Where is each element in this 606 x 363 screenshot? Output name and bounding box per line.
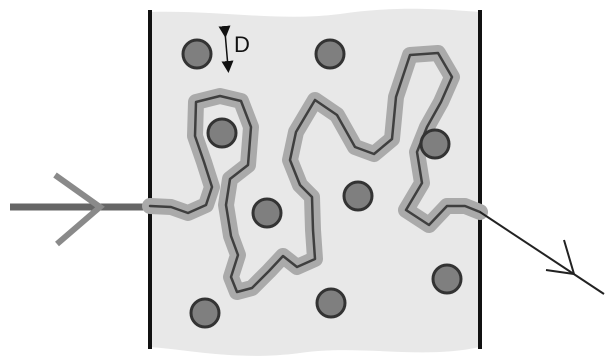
double-arrow-vertical-icon <box>218 25 234 73</box>
scatterer <box>189 297 221 329</box>
spacing-label: D <box>234 32 250 57</box>
scatterer <box>206 117 238 149</box>
scatterer <box>342 180 374 212</box>
arrow-down-right-icon <box>545 239 576 276</box>
light-path <box>148 51 482 294</box>
arrow-right-icon <box>53 172 105 247</box>
scatterer <box>314 38 346 70</box>
scatterer <box>431 263 463 295</box>
scatterer <box>315 287 347 319</box>
outgoing-ray <box>479 211 605 295</box>
scatterers <box>181 38 463 329</box>
scatterer <box>181 38 213 70</box>
scatterer <box>419 128 451 160</box>
scatterer <box>251 197 283 229</box>
